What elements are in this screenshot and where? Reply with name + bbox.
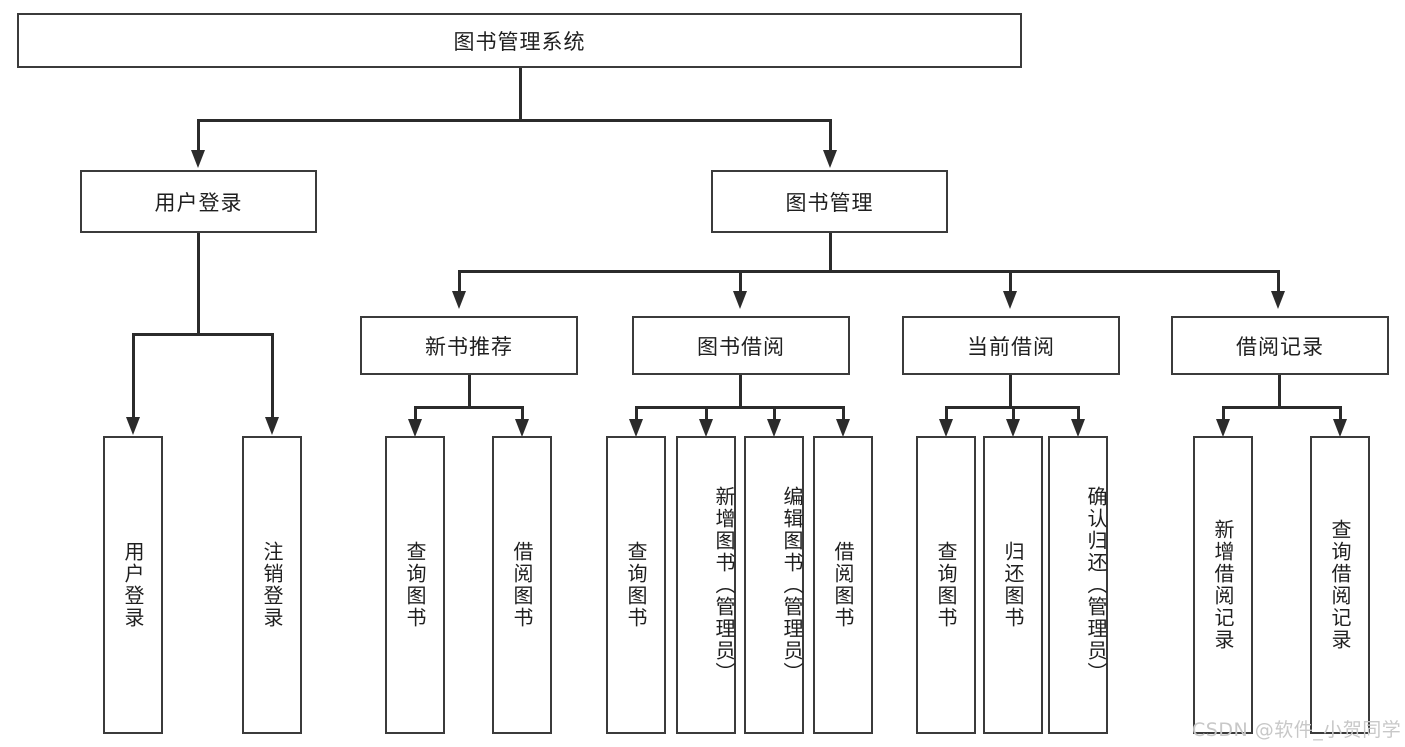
node-book-management[interactable]: 图书管理: [711, 170, 948, 233]
node-label: 新增图书（管理员）: [712, 486, 736, 684]
node-new-book-recommend[interactable]: 新书推荐: [360, 316, 578, 375]
edge-br-stem: [1278, 375, 1281, 408]
arrow-br-to-leaf-0: [1216, 419, 1230, 437]
arrow-bm-to-child-2: [1003, 291, 1017, 309]
node-label: 编辑图书（管理员）: [780, 486, 804, 684]
node-label: 图书管理: [785, 190, 874, 215]
leaf-new-book-borrow-book[interactable]: 借阅图书: [492, 436, 552, 734]
arrow-user-login-to-leaf-0: [126, 417, 140, 435]
node-label: 新书推荐: [425, 334, 513, 359]
arrow-bb-to-leaf-0: [629, 419, 643, 437]
node-label: 查询图书: [624, 541, 648, 629]
arrow-cb-to-leaf-1: [1006, 419, 1020, 437]
edge-nbr-bar: [414, 406, 524, 409]
node-label: 新增借阅记录: [1211, 519, 1235, 651]
edge-root-bar: [197, 119, 832, 122]
edge-bb-bar: [635, 406, 845, 409]
edge-cb-to-leaf-2: [1077, 406, 1080, 420]
edge-root-to-user-login: [197, 119, 200, 151]
node-label: 查询图书: [934, 541, 958, 629]
arrow-bm-to-child-3: [1271, 291, 1285, 309]
edge-bm-to-child-2: [1009, 270, 1012, 292]
edge-nbr-to-leaf-0: [414, 406, 417, 420]
node-label: 用户登录: [121, 541, 145, 629]
leaf-current-borrow-confirm-return-admin[interactable]: 确认归还（管理员）: [1048, 436, 1108, 734]
arrow-bm-to-child-0: [452, 291, 466, 309]
edge-bb-to-leaf-2: [773, 406, 776, 420]
csdn-watermark: CSDN @软件_小贺同学: [1192, 719, 1402, 741]
arrow-user-login-to-leaf-1: [265, 417, 279, 435]
edge-bb-stem: [739, 375, 742, 408]
edge-bm-to-child-1: [739, 270, 742, 292]
node-label: 归还图书: [1001, 541, 1025, 629]
leaf-current-borrow-return-book[interactable]: 归还图书: [983, 436, 1043, 734]
node-book-borrow[interactable]: 图书借阅: [632, 316, 850, 375]
edge-bm-to-child-0: [458, 270, 461, 292]
node-label: 注销登录: [260, 541, 284, 629]
edge-bm-to-child-3: [1277, 270, 1280, 292]
arrow-bb-to-leaf-1: [699, 419, 713, 437]
arrow-cb-to-leaf-2: [1071, 419, 1085, 437]
edge-book-management-bar: [458, 270, 1280, 273]
edge-user-login-to-leaf-0: [132, 333, 135, 418]
edge-br-bar: [1222, 406, 1342, 409]
node-label: 借阅图书: [831, 541, 855, 629]
leaf-user-login-login[interactable]: 用户登录: [103, 436, 163, 734]
edge-bb-to-leaf-3: [842, 406, 845, 420]
node-user-login[interactable]: 用户登录: [80, 170, 317, 233]
node-label: 当前借阅: [967, 334, 1055, 359]
arrow-root-to-book-management: [823, 150, 837, 168]
arrow-bb-to-leaf-2: [767, 419, 781, 437]
arrow-cb-to-leaf-0: [939, 419, 953, 437]
leaf-book-borrow-add-book-admin[interactable]: 新增图书（管理员）: [676, 436, 736, 734]
edge-book-management-stem: [829, 233, 832, 272]
leaf-new-book-query-book[interactable]: 查询图书: [385, 436, 445, 734]
node-root-book-management-system[interactable]: 图书管理系统: [17, 13, 1022, 68]
node-label: 图书借阅: [697, 334, 785, 359]
edge-cb-to-leaf-0: [945, 406, 948, 420]
leaf-book-borrow-edit-book-admin[interactable]: 编辑图书（管理员）: [744, 436, 804, 734]
arrow-bm-to-child-1: [733, 291, 747, 309]
node-current-borrow[interactable]: 当前借阅: [902, 316, 1120, 375]
node-label: 确认归还（管理员）: [1084, 486, 1108, 684]
arrow-root-to-user-login: [191, 150, 205, 168]
edge-nbr-stem: [468, 375, 471, 408]
edge-bb-to-leaf-1: [705, 406, 708, 420]
arrow-nbr-to-leaf-1: [515, 419, 529, 437]
leaf-borrow-record-add-record[interactable]: 新增借阅记录: [1193, 436, 1253, 734]
edge-root-stem: [519, 68, 522, 121]
edge-bb-to-leaf-0: [635, 406, 638, 420]
node-label: 查询图书: [403, 541, 427, 629]
node-borrow-record[interactable]: 借阅记录: [1171, 316, 1389, 375]
leaf-user-login-logout[interactable]: 注销登录: [242, 436, 302, 734]
edge-br-to-leaf-0: [1222, 406, 1225, 420]
node-label: 图书管理系统: [453, 29, 586, 54]
edge-user-login-to-leaf-1: [271, 333, 274, 418]
edge-root-to-book-management: [829, 119, 832, 151]
node-label: 查询借阅记录: [1328, 519, 1352, 651]
node-label: 用户登录: [154, 190, 243, 215]
arrow-br-to-leaf-1: [1333, 419, 1347, 437]
leaf-current-borrow-query-book[interactable]: 查询图书: [916, 436, 976, 734]
arrow-bb-to-leaf-3: [836, 419, 850, 437]
leaf-borrow-record-query-record[interactable]: 查询借阅记录: [1310, 436, 1370, 734]
edge-user-login-bar: [132, 333, 274, 336]
leaf-book-borrow-query-book[interactable]: 查询图书: [606, 436, 666, 734]
arrow-nbr-to-leaf-0: [408, 419, 422, 437]
node-label: 借阅记录: [1236, 334, 1324, 359]
node-label: 借阅图书: [510, 541, 534, 629]
leaf-book-borrow-borrow-book[interactable]: 借阅图书: [813, 436, 873, 734]
edge-cb-to-leaf-1: [1012, 406, 1015, 420]
edge-br-to-leaf-1: [1339, 406, 1342, 420]
edge-nbr-to-leaf-1: [521, 406, 524, 420]
edge-user-login-stem: [197, 233, 200, 335]
edge-cb-stem: [1009, 375, 1012, 408]
